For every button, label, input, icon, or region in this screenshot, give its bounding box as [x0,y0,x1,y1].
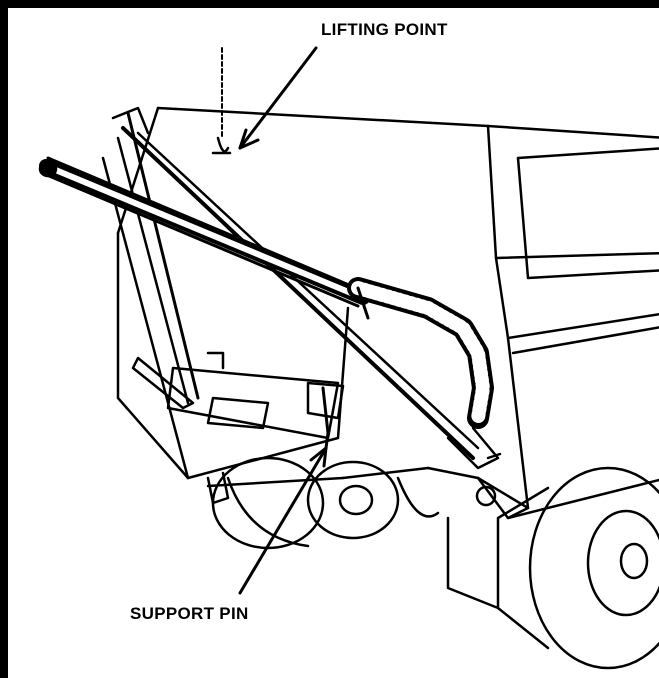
truck-body [116,106,659,520]
rear-wheel [446,466,659,670]
leader-lines [238,46,328,595]
support-bracket [101,106,502,505]
hose-tube [38,156,494,429]
support-pin-label: SUPPORT PIN [130,604,249,623]
lifting-point-label: LIFTING POINT [321,20,448,39]
illustration [38,46,659,670]
lifting-chain [211,47,232,155]
